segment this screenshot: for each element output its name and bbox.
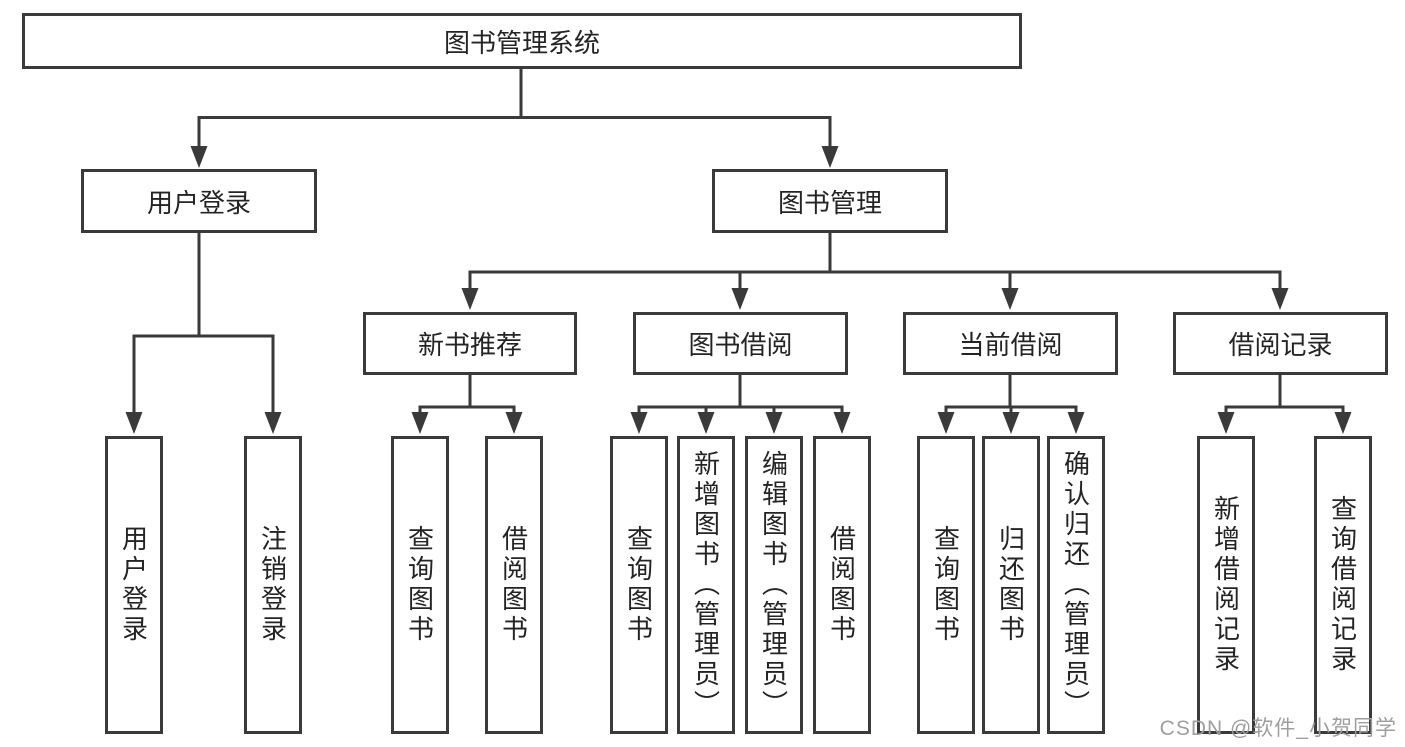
connector-book-borrow-to-leaves [630, 375, 851, 434]
leaf-confirm-return-admin: 确认归还（管理员） [1047, 436, 1105, 734]
connector-current-borrow-to-leaves [937, 375, 1085, 434]
leaf-query-books-recommend: 查询图书 [391, 436, 449, 734]
connector-records-to-leaves [1217, 375, 1352, 434]
leaf-return-book: 归还图书 [982, 436, 1040, 734]
node-new-book-recommend: 新书推荐 [363, 312, 577, 375]
leaf-query-borrow-record: 查询借阅记录 [1314, 436, 1372, 734]
leaf-logout: 注销登录 [244, 436, 302, 734]
node-borrow-records: 借阅记录 [1173, 312, 1388, 375]
leaf-query-books-borrow: 查询图书 [610, 436, 668, 734]
leaf-query-books-current: 查询图书 [917, 436, 975, 734]
leaf-add-borrow-record: 新增借阅记录 [1197, 436, 1255, 734]
node-root-library-system: 图书管理系统 [22, 13, 1022, 69]
leaf-add-book-admin: 新增图书（管理员） [677, 436, 735, 734]
watermark: CSDN @软件_小贺同学 [1159, 717, 1397, 740]
node-user-login: 用户登录 [81, 169, 317, 233]
connector-new-books-to-leaves [411, 375, 523, 434]
leaf-edit-book-admin: 编辑图书（管理员） [745, 436, 803, 734]
connector-book-mgmt-to-level3 [461, 233, 1289, 310]
node-book-borrow: 图书借阅 [633, 312, 848, 375]
node-book-management: 图书管理 [712, 169, 948, 233]
leaf-borrow-books-recommend: 借阅图书 [485, 436, 543, 734]
connector-root-to-level2 [190, 69, 839, 168]
connector-user-login-to-leaves [125, 233, 282, 434]
node-current-borrow: 当前借阅 [903, 312, 1118, 375]
leaf-user-login: 用户登录 [105, 436, 163, 734]
leaf-borrow-book: 借阅图书 [813, 436, 871, 734]
